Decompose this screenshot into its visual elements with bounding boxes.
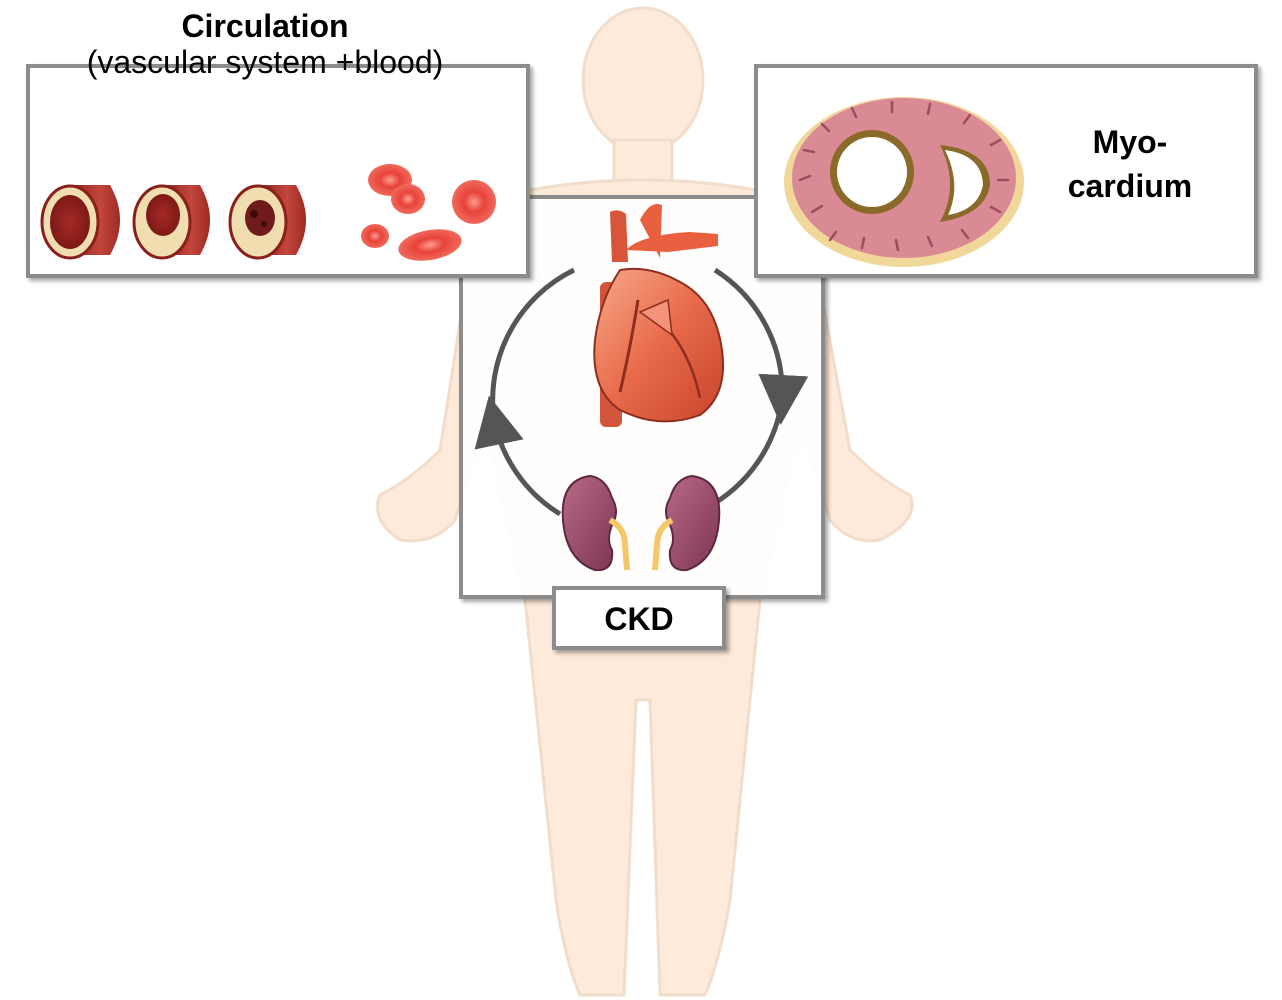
myocardium-label-line1: Myo- bbox=[1092, 124, 1168, 160]
cycle-arrows-icon bbox=[474, 267, 809, 517]
ckd-label-box: CKD bbox=[552, 586, 726, 650]
circulation-subtitle: (vascular system +blood) bbox=[86, 44, 444, 80]
myocardium-label-line2: cardium bbox=[1067, 168, 1193, 204]
vessel-plaque-icon bbox=[132, 184, 210, 260]
kidneys-icon bbox=[561, 474, 721, 572]
vessel-advanced-plaque-icon bbox=[228, 184, 306, 260]
ckd-label: CKD bbox=[604, 601, 674, 637]
heart-icon bbox=[593, 204, 724, 427]
circulation-title: Circulation bbox=[181, 8, 349, 44]
vessel-healthy-icon bbox=[40, 184, 120, 260]
myocardium-cross-section-icon bbox=[784, 97, 1024, 267]
red-blood-cells-icon bbox=[361, 164, 496, 261]
